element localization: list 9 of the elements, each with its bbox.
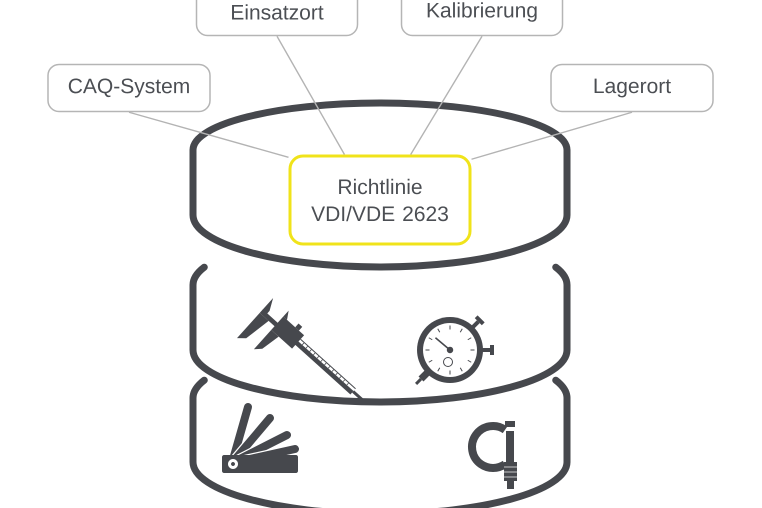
- label-box: Einsatzort: [196, 0, 358, 36]
- highlight-box: Richtlinie VDI/VDE 2623: [288, 154, 472, 246]
- connector-line: [128, 112, 289, 158]
- label-box: Lagerort: [550, 64, 714, 112]
- label-box: CAQ-System: [47, 64, 211, 112]
- connector-line: [410, 36, 483, 155]
- label-box: Kalibrierung: [400, 0, 564, 36]
- connector-line: [471, 112, 632, 160]
- connector-line: [276, 36, 346, 155]
